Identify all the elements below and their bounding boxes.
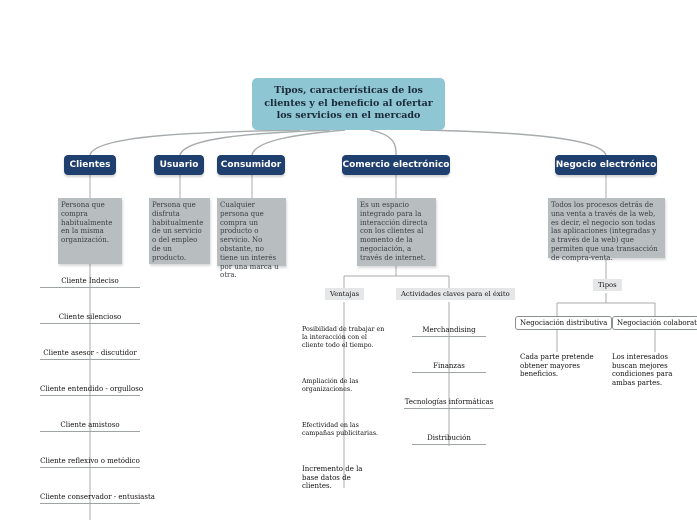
topic-consumidor[interactable]: Consumidor	[217, 155, 285, 175]
negociacion-colaborativa[interactable]: Negociación colaborativa	[612, 316, 697, 330]
negociacion-distributiva[interactable]: Negociación distributiva	[515, 316, 613, 330]
ventajas-label[interactable]: Ventajas	[325, 288, 365, 300]
comercio-description: Es un espacio integrado para la interacc…	[357, 198, 436, 266]
actividad-item[interactable]: Merchandising	[412, 326, 486, 337]
topic-comercio-electronico[interactable]: Comercio electrónico	[342, 155, 450, 175]
cliente-type-item[interactable]: Cliente conservador - entusiasta	[40, 493, 155, 504]
cliente-type-item[interactable]: Cliente reflexivo o metódico	[40, 457, 140, 468]
actividad-item[interactable]: Distribución	[412, 434, 486, 445]
actividad-item[interactable]: Tecnologías informáticas	[404, 398, 494, 409]
cliente-type-item[interactable]: Cliente amistoso	[40, 421, 140, 432]
topic-usuario[interactable]: Usuario	[154, 155, 204, 175]
ventaja-item[interactable]: Posibilidad de trabajar en la interacció…	[302, 326, 385, 350]
cliente-type-item[interactable]: Cliente asesor - discutidor	[40, 349, 140, 360]
topic-clientes[interactable]: Clientes	[64, 155, 116, 175]
clientes-description: Persona que compra habitualmente en la m…	[58, 198, 122, 264]
usuario-description: Persona que disfruta habitualmente de un…	[149, 198, 210, 264]
topic-negocio-electronico[interactable]: Negocio electrónico	[555, 155, 657, 175]
actividades-label[interactable]: Actividades claves para el éxito	[396, 288, 515, 300]
cliente-type-item[interactable]: Cliente Indeciso	[40, 277, 140, 288]
actividad-item[interactable]: Finanzas	[412, 362, 486, 373]
colaborativa-text: Los interesados buscan mejores condicion…	[612, 353, 673, 387]
ventaja-item[interactable]: Ampliación de las organizaciones.	[302, 378, 359, 394]
ventaja-item[interactable]: Incremento de la base datos de clientes.	[302, 465, 363, 490]
ventaja-item[interactable]: Efectividad en las campañas publicitaria…	[302, 422, 379, 438]
central-topic[interactable]: Tipos, características de los clientes y…	[252, 78, 445, 130]
consumidor-description: Cualquier persona que compra un producto…	[217, 198, 286, 279]
cliente-type-item[interactable]: Cliente entendido - orgulloso	[40, 385, 143, 396]
tipos-label[interactable]: Tipos	[593, 279, 622, 291]
distributiva-text: Cada parte pretende obtener mayores bene…	[520, 353, 594, 378]
cliente-type-item[interactable]: Cliente silencioso	[40, 313, 140, 324]
negocio-description: Todos los procesos detrás de una venta a…	[548, 198, 665, 262]
